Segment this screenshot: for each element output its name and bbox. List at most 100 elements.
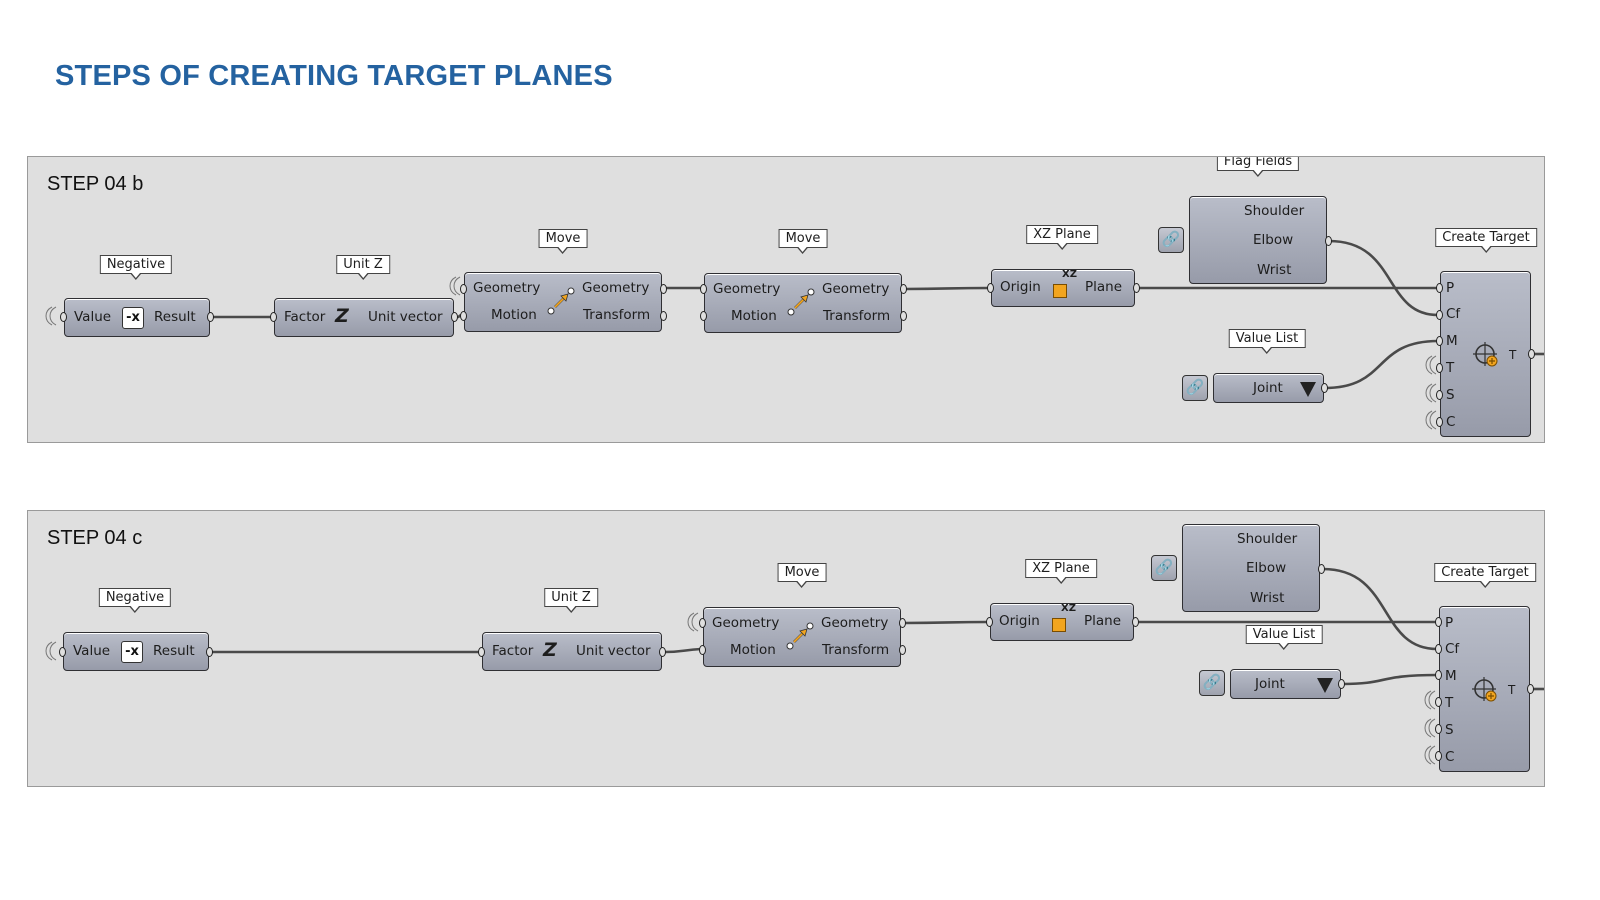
input-port[interactable] xyxy=(986,617,993,627)
output-port[interactable] xyxy=(1132,617,1139,627)
input-port[interactable] xyxy=(987,283,994,293)
flag-item[interactable]: Wrist xyxy=(1257,262,1292,278)
wireless-signal-icon xyxy=(45,306,57,326)
input-port[interactable] xyxy=(1436,417,1443,427)
output-port[interactable] xyxy=(206,647,213,657)
input-port[interactable] xyxy=(460,311,467,321)
input-port[interactable] xyxy=(1435,697,1442,707)
output-port[interactable] xyxy=(451,312,458,322)
output-port[interactable] xyxy=(1133,283,1140,293)
input-port[interactable] xyxy=(1435,751,1442,761)
output-port[interactable] xyxy=(1338,679,1345,689)
output-port[interactable] xyxy=(899,618,906,628)
unit-z-icon: Z xyxy=(335,305,349,327)
flag-item[interactable]: Shoulder xyxy=(1237,531,1298,547)
tag-move: Move xyxy=(538,229,588,254)
wireless-signal-icon xyxy=(45,641,57,661)
create-target-component[interactable]: P Cf M T S C T xyxy=(1440,271,1531,437)
input-port[interactable] xyxy=(1435,670,1442,680)
link-icon[interactable]: 🔗 xyxy=(1158,227,1184,253)
input-label: Origin xyxy=(1000,279,1041,295)
flag-item[interactable]: Shoulder xyxy=(1244,203,1305,219)
move-component[interactable]: Geometry Motion Geometry Transform xyxy=(703,607,901,667)
value-list-dropdown[interactable]: Joint xyxy=(1213,373,1324,403)
output-port[interactable] xyxy=(1528,349,1535,359)
move-component[interactable]: Geometry Motion Geometry Transform xyxy=(464,272,662,332)
dropdown-arrow-icon[interactable] xyxy=(1317,678,1333,693)
output-port[interactable] xyxy=(1321,383,1328,393)
output-label: Result xyxy=(153,643,195,659)
wire xyxy=(1342,673,1438,686)
input-port[interactable] xyxy=(478,647,485,657)
negative-component[interactable]: Value -x Result xyxy=(64,298,210,337)
link-icon[interactable]: 🔗 xyxy=(1199,670,1225,696)
input-port[interactable] xyxy=(1435,724,1442,734)
output-port[interactable] xyxy=(660,311,667,321)
output-label: Geometry xyxy=(822,281,890,297)
tag-create-target: Create Target xyxy=(1434,563,1536,588)
flag-fields-component[interactable]: Shoulder Elbow Wrist xyxy=(1182,524,1320,612)
output-port[interactable] xyxy=(1318,564,1325,574)
input-port[interactable] xyxy=(59,647,66,657)
input-port[interactable] xyxy=(700,311,707,321)
input-port[interactable] xyxy=(700,284,707,294)
input-port[interactable] xyxy=(1436,310,1443,320)
wireless-signal-icon xyxy=(1424,745,1436,765)
input-label: Origin xyxy=(999,613,1040,629)
input-label: Geometry xyxy=(713,281,781,297)
wireless-signal-icon xyxy=(1425,410,1437,430)
output-label: Plane xyxy=(1084,613,1122,629)
flag-fields-component[interactable]: Shoulder Elbow Wrist xyxy=(1189,196,1327,284)
input-label: Motion xyxy=(731,308,777,324)
create-target-component[interactable]: P Cf M T S C T xyxy=(1439,606,1530,772)
output-port[interactable] xyxy=(1325,236,1332,246)
dropdown-arrow-icon[interactable] xyxy=(1300,382,1316,397)
flag-item[interactable]: Elbow xyxy=(1253,232,1294,248)
input-label: Motion xyxy=(730,642,776,658)
move-arrow-icon xyxy=(786,622,814,650)
input-port[interactable] xyxy=(1436,283,1443,293)
input-port[interactable] xyxy=(1435,617,1442,627)
step-panel-04c: STEP 04 c Negative Unit Z Move XZ Plane … xyxy=(27,510,1545,787)
value-list-dropdown[interactable]: Joint xyxy=(1230,669,1341,699)
output-port[interactable] xyxy=(660,284,667,294)
input-label: T xyxy=(1445,695,1454,711)
input-port[interactable] xyxy=(699,618,706,628)
input-label: Motion xyxy=(491,307,537,323)
input-port[interactable] xyxy=(270,312,277,322)
link-icon[interactable]: 🔗 xyxy=(1182,375,1208,401)
input-label: M xyxy=(1446,333,1458,349)
input-port[interactable] xyxy=(1436,363,1443,373)
input-port[interactable] xyxy=(1435,644,1442,654)
input-port[interactable] xyxy=(1436,390,1443,400)
xz-plane-component[interactable]: Origin XZ Plane xyxy=(990,603,1134,641)
wires xyxy=(212,239,1544,390)
xz-label-icon: XZ xyxy=(1062,269,1077,280)
unit-z-component[interactable]: Factor Z Unit vector xyxy=(274,298,454,337)
input-port[interactable] xyxy=(1436,336,1443,346)
output-port[interactable] xyxy=(900,284,907,294)
negative-icon: -x xyxy=(122,307,144,329)
unit-z-component[interactable]: Factor Z Unit vector xyxy=(482,632,662,671)
tag-move: Move xyxy=(778,229,828,254)
move-component[interactable]: Geometry Motion Geometry Transform xyxy=(704,273,902,333)
output-port[interactable] xyxy=(659,647,666,657)
link-icon[interactable]: 🔗 xyxy=(1151,555,1177,581)
input-port[interactable] xyxy=(60,312,67,322)
wireless-signal-icon xyxy=(687,612,699,632)
input-port[interactable] xyxy=(699,645,706,655)
wires xyxy=(212,567,1544,691)
wire xyxy=(1328,239,1439,317)
negative-component[interactable]: Value -x Result xyxy=(63,632,209,671)
flag-item[interactable]: Wrist xyxy=(1250,590,1285,606)
wireless-signal-icon xyxy=(1424,690,1436,710)
output-port[interactable] xyxy=(1527,684,1534,694)
output-port[interactable] xyxy=(900,311,907,321)
input-label: Cf xyxy=(1445,641,1460,657)
xz-plane-component[interactable]: Origin XZ Plane xyxy=(991,269,1135,307)
flag-item[interactable]: Elbow xyxy=(1246,560,1287,576)
input-port[interactable] xyxy=(460,284,467,294)
input-label: S xyxy=(1445,722,1454,738)
output-port[interactable] xyxy=(899,645,906,655)
output-port[interactable] xyxy=(207,312,214,322)
